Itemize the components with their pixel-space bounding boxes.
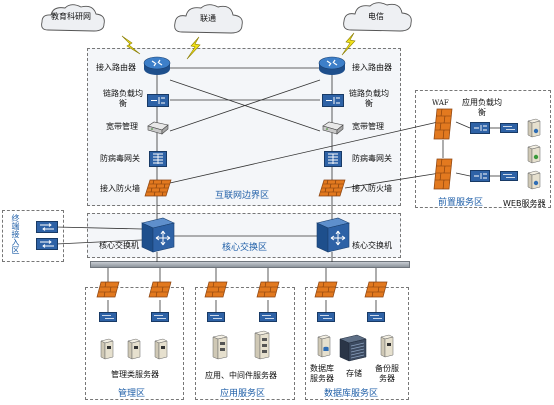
firewall-icon	[433, 158, 453, 190]
core-switch-icon	[141, 217, 175, 253]
load-balancer-icon	[470, 170, 490, 182]
firewall-icon	[256, 281, 280, 298]
antivirus-gateway-icon	[324, 151, 342, 167]
firewall-icon	[204, 281, 228, 298]
storage-icon	[339, 334, 367, 362]
load-balancer-icon	[470, 122, 490, 134]
backbone-bus	[90, 261, 410, 268]
access-fw-label: 接入防火墙	[352, 184, 392, 193]
access-switch-icon	[36, 238, 58, 250]
app-service-zone-label: 应用服务区	[220, 389, 266, 399]
cloud-unicom	[174, 4, 243, 34]
mgmt-server-label: 管理类服务器	[111, 370, 159, 379]
database-server-icon	[317, 334, 331, 358]
link-lb-label: 链路负载均衡	[103, 89, 143, 108]
antivirus-gateway-icon	[149, 151, 167, 167]
waf-label: WAF	[432, 99, 449, 107]
load-balancer-icon	[147, 94, 169, 107]
cloud-unicom-label: 联通	[200, 14, 216, 23]
switch-icon	[367, 312, 385, 322]
firewall-icon	[314, 281, 338, 298]
server-icon	[100, 338, 114, 360]
backup-server-label: 备份服务器	[375, 364, 399, 383]
storage-label: 存储	[346, 369, 362, 378]
db-service-zone-label: 数据库服务区	[324, 389, 379, 399]
bandwidth-mgmt-label: 宽带管理	[352, 122, 384, 131]
web-server-icon	[527, 170, 541, 190]
db-server-label: 数据库服务器	[310, 364, 334, 383]
bandwidth-manager-icon	[322, 121, 344, 135]
cloud-telecom	[343, 2, 412, 32]
firewall-icon	[144, 179, 172, 197]
antivirus-gw-label: 防病毒网关	[352, 154, 392, 163]
internet-edge-zone	[87, 48, 401, 206]
bandwidth-mgmt-label: 宽带管理	[106, 122, 138, 131]
router-icon	[143, 56, 171, 75]
cloud-telecom-label: 电信	[368, 12, 384, 21]
switch-icon	[317, 312, 335, 322]
firewall-icon	[318, 179, 346, 197]
switch-icon	[151, 312, 169, 322]
cloud-edu-network	[41, 4, 105, 32]
waf-firewall-icon	[433, 108, 453, 140]
access-router-label: 接入路由器	[96, 63, 136, 72]
load-balancer-icon	[322, 94, 344, 107]
lightning-icon	[186, 36, 201, 60]
web-server-icon	[527, 118, 541, 138]
terminal-access-zone-label: 终端接入区	[11, 214, 20, 254]
router-icon	[318, 56, 346, 75]
access-router-label: 接入路由器	[352, 63, 392, 72]
internet-edge-zone-label: 互联网边界区	[215, 191, 270, 201]
switch-icon	[207, 312, 225, 322]
lightning-icon	[121, 35, 141, 55]
lightning-icon	[341, 32, 356, 56]
access-switch-icon	[36, 221, 58, 233]
link-lb-label: 链路负载均衡	[349, 89, 389, 108]
firewall-icon	[148, 281, 172, 298]
app-mid-server-label: 应用、中间件服务器	[205, 371, 277, 380]
web-server-icon	[527, 144, 541, 164]
switch-icon	[500, 123, 518, 133]
app-service-zone	[195, 287, 295, 400]
rack-server-icon	[212, 334, 228, 360]
app-lb-label: 应用负载均衡	[462, 98, 502, 117]
server-icon	[154, 338, 168, 360]
core-zone-label: 核心交换区	[222, 243, 268, 253]
core-switch-icon	[316, 217, 350, 253]
web-server-label: WEB服务器	[503, 199, 546, 208]
switch-icon	[99, 312, 117, 322]
server-icon	[127, 338, 141, 360]
switch-icon	[259, 312, 277, 322]
switch-icon	[500, 171, 518, 181]
access-fw-label: 接入防火墙	[100, 184, 140, 193]
firewall-icon	[364, 281, 388, 298]
front-service-zone-label: 前置服务区	[438, 198, 484, 208]
core-switch-label: 核心交换机	[99, 241, 139, 250]
rack-server-icon	[254, 330, 270, 360]
backup-server-icon	[380, 334, 394, 358]
management-zone-label: 管理区	[118, 389, 146, 399]
terminal-access-zone	[2, 210, 64, 262]
antivirus-gw-label: 防病毒网关	[100, 154, 140, 163]
cloud-edu-label: 教育科研网	[51, 12, 91, 21]
firewall-icon	[96, 281, 120, 298]
core-switch-label: 核心交换机	[352, 241, 392, 250]
bandwidth-manager-icon	[147, 121, 169, 135]
